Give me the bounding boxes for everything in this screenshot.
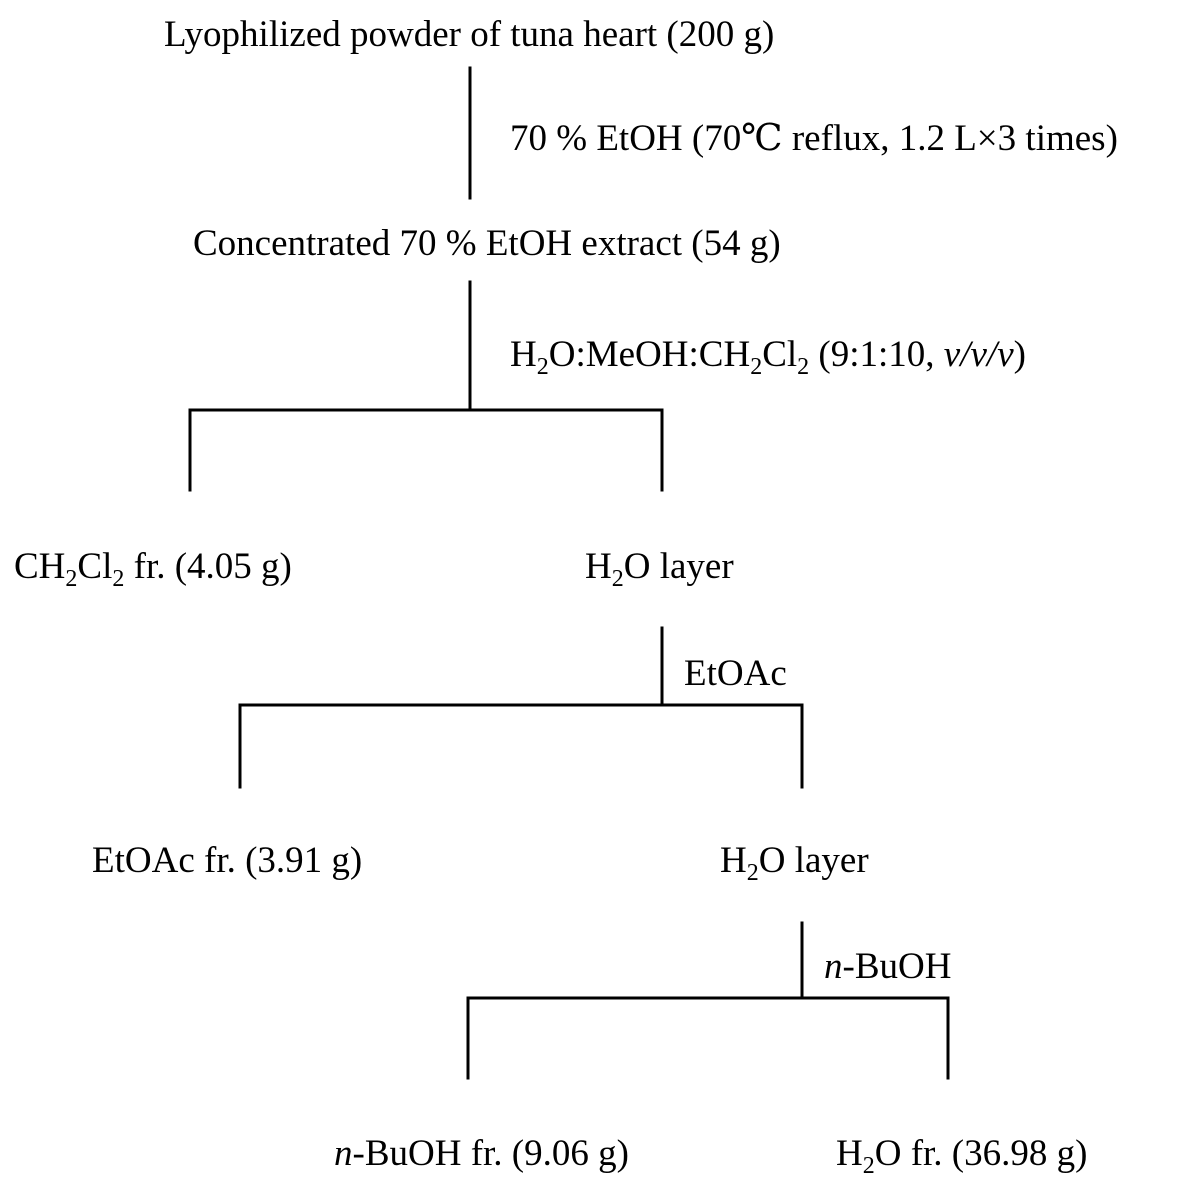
ch2cl2-fraction-label: CH2Cl2 fr. (4.05 g) xyxy=(14,546,292,592)
etoac-fraction-label: EtOAc fr. (3.91 g) xyxy=(92,840,363,881)
step1-condition-label: 70 % EtOH (70℃ reflux, 1.2 L×3 times) xyxy=(510,118,1118,159)
step4-solvent-label: n-BuOH xyxy=(824,946,952,987)
water-fraction-label: H2O fr. (36.98 g) xyxy=(836,1133,1088,1179)
water-layer-2-label: H2O layer xyxy=(720,840,869,886)
buoh-fraction-label: n-BuOH fr. (9.06 g) xyxy=(334,1133,629,1174)
step3-solvent-label: EtOAc xyxy=(684,653,787,694)
start-material-label: Lyophilized powder of tuna heart (200 g) xyxy=(164,14,775,55)
extract-label: Concentrated 70 % EtOH extract (54 g) xyxy=(193,223,781,264)
water-layer-1-label: H2O layer xyxy=(585,546,734,592)
step2-solvent-label: H2O:MeOH:CH2Cl2 (9:1:10, v/v/v) xyxy=(510,334,1026,380)
